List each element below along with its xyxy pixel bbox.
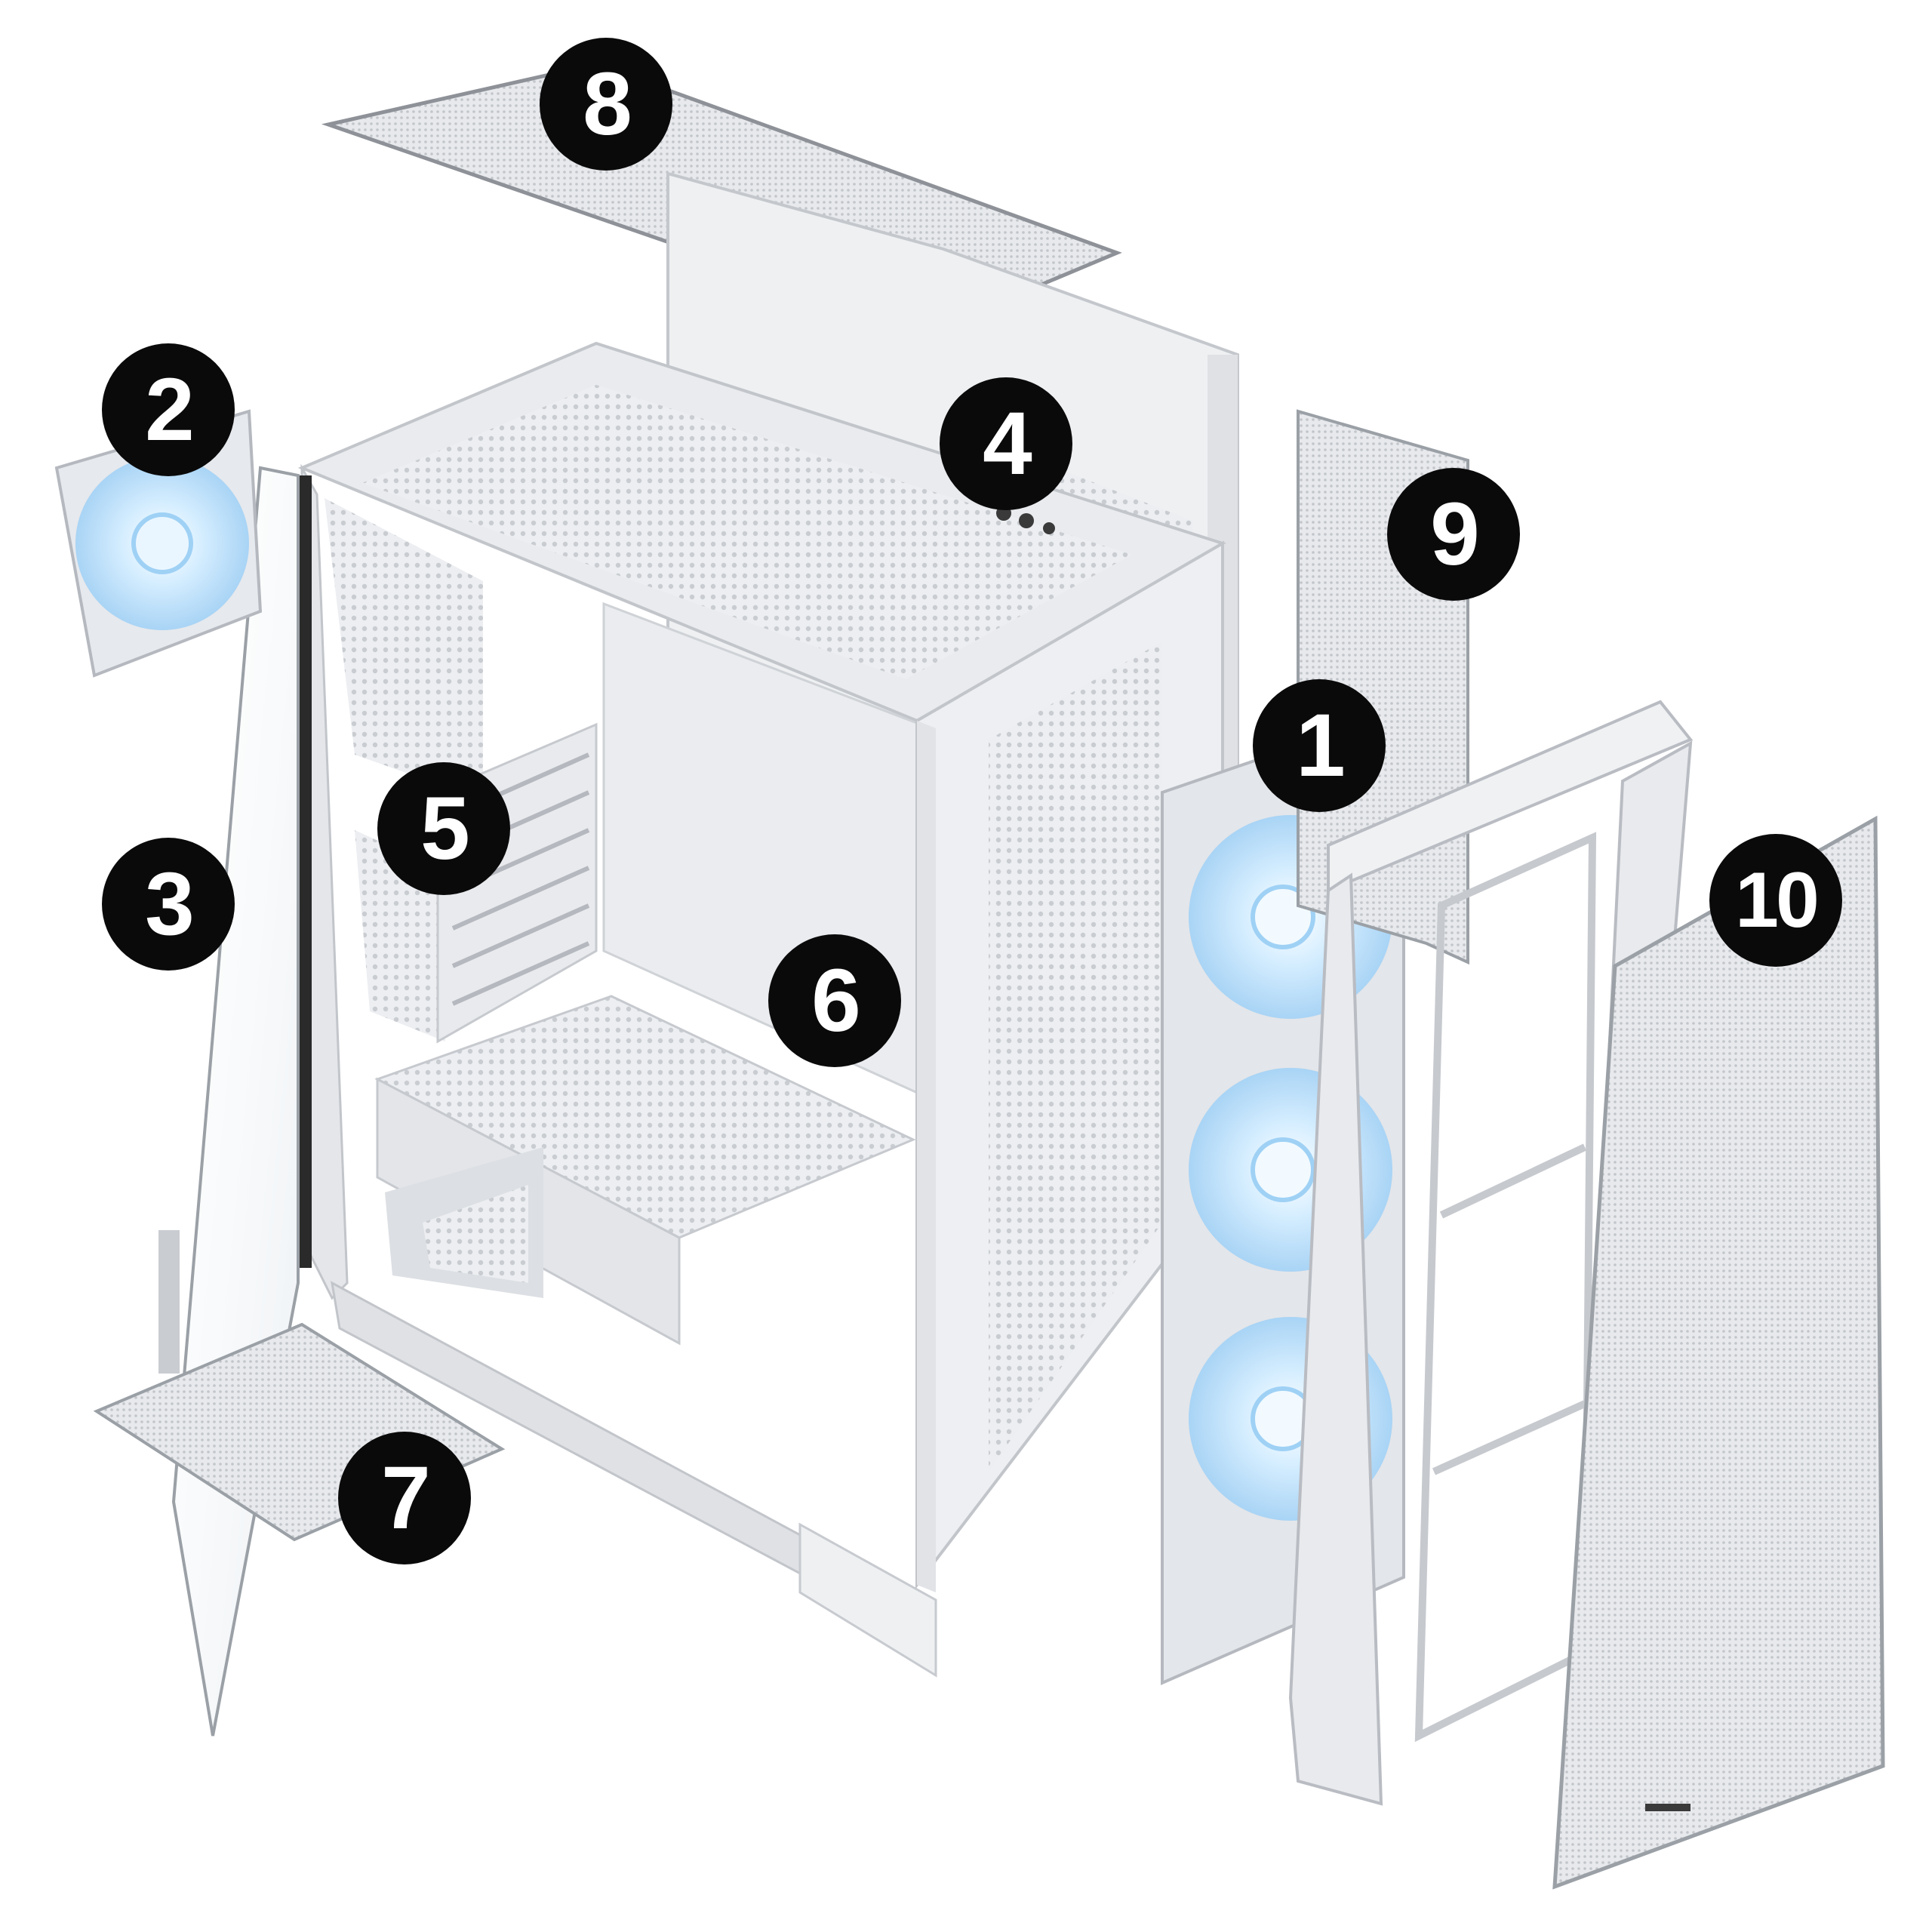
case-chassis (297, 341, 1226, 1678)
callout-8: 8 (540, 38, 672, 171)
callout-3: 3 (102, 838, 235, 971)
callout-10: 10 (1709, 834, 1842, 967)
callout-4: 4 (940, 377, 1072, 510)
callout-5: 5 (377, 762, 510, 895)
tempered-glass-panel (158, 466, 300, 1737)
front-io-ports (996, 506, 1055, 534)
callout-2: 2 (102, 343, 235, 476)
callout-9: 9 (1387, 468, 1520, 601)
callout-1: 1 (1253, 679, 1386, 812)
callout-6: 6 (768, 934, 901, 1067)
front-mesh-panel (1552, 815, 1885, 1890)
callout-7: 7 (338, 1432, 471, 1564)
